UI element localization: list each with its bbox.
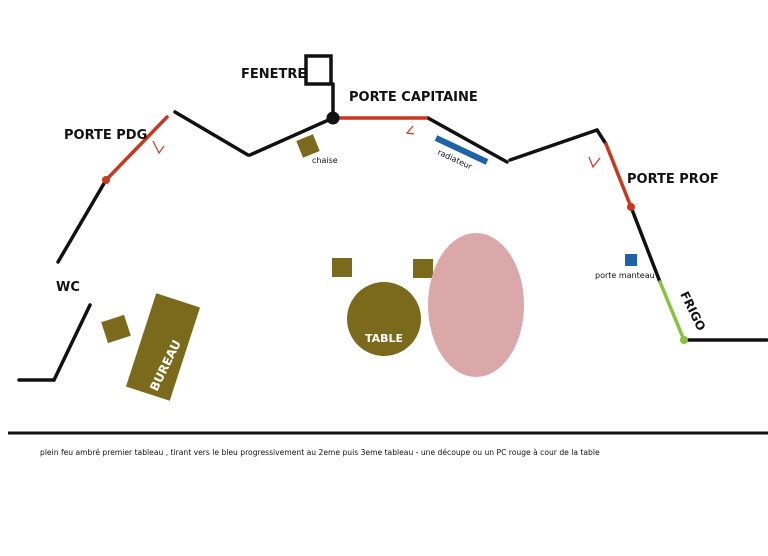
wall-left-diagonal (52, 303, 92, 382)
doors (104, 115, 633, 209)
door-pdg-hinge (102, 176, 110, 184)
wall-top-right-1 (426, 116, 509, 164)
bureau-chair (101, 314, 131, 344)
label-wc: WC (56, 280, 80, 295)
wall-top-left-1 (173, 110, 250, 157)
frigo-wall (658, 280, 686, 342)
door-capitaine-pivot (326, 111, 340, 125)
radiator (434, 135, 489, 165)
swing-mark-prof (588, 156, 601, 169)
door-prof (604, 142, 633, 209)
bureau-desk (125, 293, 201, 401)
frigo-node (680, 336, 688, 344)
door-pdg (104, 115, 169, 182)
chair-right (413, 259, 433, 278)
label-porte-manteau: porte manteau (595, 271, 655, 280)
furniture (101, 134, 433, 401)
wall-top-right-2 (508, 128, 599, 162)
label-chaise: chaise (312, 156, 338, 165)
label-frigo: FRIGO (677, 289, 708, 333)
window-frame (304, 54, 333, 86)
wall-right-1 (595, 128, 608, 146)
light-zone-ellipse (428, 233, 524, 377)
porte-manteau-icon (625, 254, 637, 266)
table-round (347, 282, 421, 356)
door-swing-marks (152, 125, 601, 169)
chair-left (332, 258, 352, 277)
chaise-icon (296, 134, 320, 158)
wall-right-2 (629, 205, 662, 284)
label-porte-pdg: PORTE PDG (64, 128, 147, 143)
label-table: TABLE (365, 332, 403, 345)
lighting-note: plein feu ambré premier tableau , tirant… (40, 448, 600, 457)
label-fenetre: FENETRE (241, 67, 306, 82)
swing-mark-pdg (152, 140, 165, 155)
wall-top-left-2 (248, 116, 335, 157)
swing-mark-capitaine (405, 125, 415, 135)
wall-left-upper (56, 178, 108, 264)
door-prof-hinge (627, 203, 635, 211)
label-porte-capitaine: PORTE CAPITAINE (349, 90, 478, 105)
label-porte-prof: PORTE PROF (627, 172, 719, 187)
